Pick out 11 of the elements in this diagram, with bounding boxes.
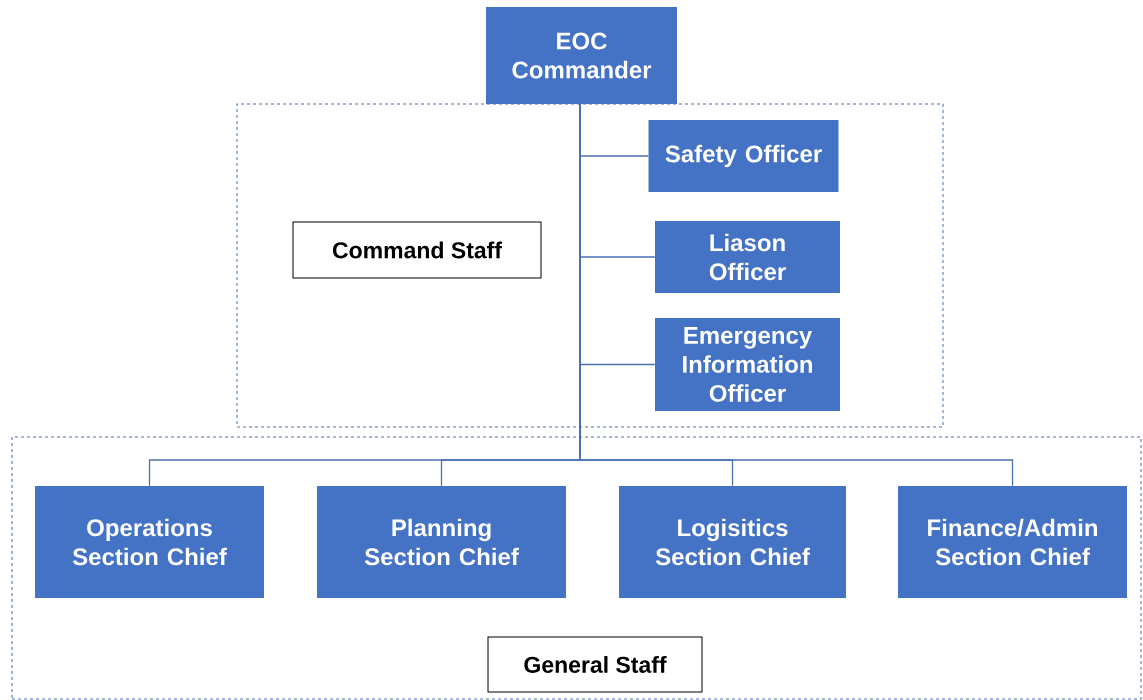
role-box: Safety Officer (648, 120, 839, 192)
label-box: Command Staff (292, 221, 542, 279)
role-box: Logisitics Section Chief (619, 486, 846, 598)
role-box: Operations Section Chief (35, 486, 264, 598)
connector-line (579, 103, 1014, 487)
role-box: Liason Officer (655, 221, 840, 293)
role-box: EOC Commander (486, 7, 677, 104)
label-box: General Staff (487, 636, 703, 693)
role-box: Finance/Admin Section Chief (898, 486, 1127, 598)
role-box: Planning Section Chief (317, 486, 566, 598)
role-box: Emergency Information Officer (655, 318, 840, 411)
